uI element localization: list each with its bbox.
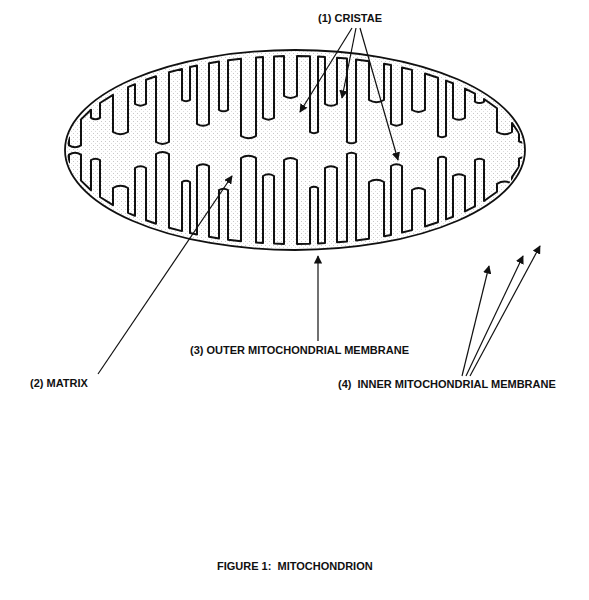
callout-label: (2) MATRIX bbox=[30, 377, 88, 390]
callout-label: (3) OUTER MITOCHONDRIAL MEMBRANE bbox=[190, 344, 409, 357]
cristae-fold bbox=[62, 56, 530, 156]
callout-label: (1) CRISTAE bbox=[318, 12, 382, 25]
cristae-fold bbox=[62, 144, 530, 244]
leader-lines bbox=[98, 28, 540, 376]
outer-membrane bbox=[65, 50, 525, 250]
inner-membrane bbox=[62, 56, 530, 244]
callout-label: (4) INNER MITOCHONDRIAL MEMBRANE bbox=[338, 378, 556, 391]
figure-caption: FIGURE 1: MITOCHONDRION bbox=[217, 560, 373, 573]
